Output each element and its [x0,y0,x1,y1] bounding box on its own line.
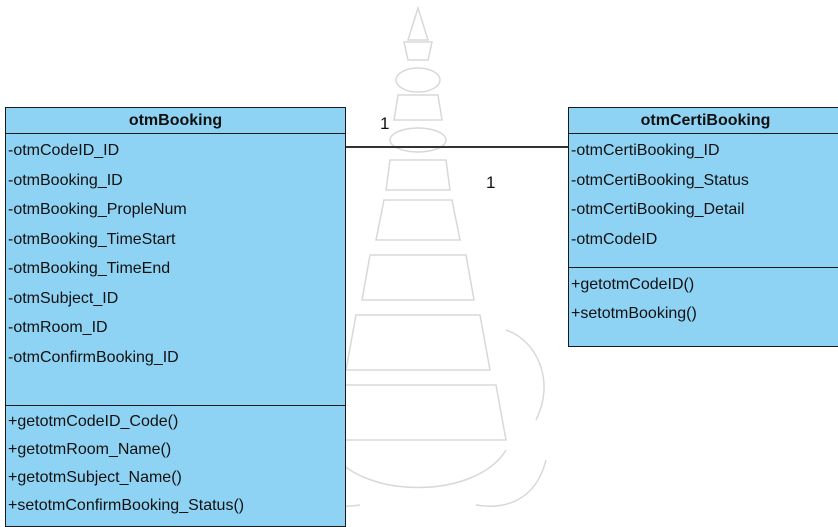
attributes-section: -otmCertiBooking_ID -otmCertiBooking_Sta… [569,134,838,268]
operation: +getotmSubject_Name() [8,469,182,486]
operations-section: +getotmCodeID_Code() +getotmRoom_Name() … [6,406,345,520]
attribute: -otmBooking_TimeStart [8,230,176,248]
operation: +getotmCodeID() [571,276,695,293]
class-otmcertibooking[interactable]: otmCertiBooking -otmCertiBooking_ID -otm… [568,107,838,347]
attribute: -otmConfirmBooking_ID [8,348,179,366]
multiplicity-right: 1 [486,173,496,192]
class-name: otmCertiBooking [569,108,838,134]
attribute: -otmCodeID_ID [8,142,120,159]
class-name: otmBooking [6,108,345,134]
attribute: -otmSubject_ID [8,289,119,307]
attributes-section: -otmCodeID_ID -otmBooking_ID -otmBooking… [6,134,345,406]
attribute: -otmCertiBooking_ID [571,142,720,159]
attribute: -otmBooking_PropleNum [8,201,187,218]
operation: +setotmBooking() [571,305,697,322]
association-line [346,146,568,148]
operation: +getotmRoom_Name() [8,441,172,458]
attribute: -otmCertiBooking_Status [571,171,749,189]
multiplicity-left: 1 [380,114,390,133]
attribute: -otmBooking_ID [8,171,123,189]
operation: +setotmConfirmBooking_Status() [8,497,245,514]
attribute: -otmRoom_ID [8,319,108,336]
attribute: -otmCodeID [571,230,658,248]
operation: +getotmCodeID_Code() [8,413,179,430]
operations-section: +getotmCodeID() +setotmBooking() [569,268,838,328]
attribute: -otmCertiBooking_Detail [571,201,745,218]
attribute: -otmBooking_TimeEnd [8,260,171,277]
class-otmbooking[interactable]: otmBooking -otmCodeID_ID -otmBooking_ID … [5,107,346,527]
